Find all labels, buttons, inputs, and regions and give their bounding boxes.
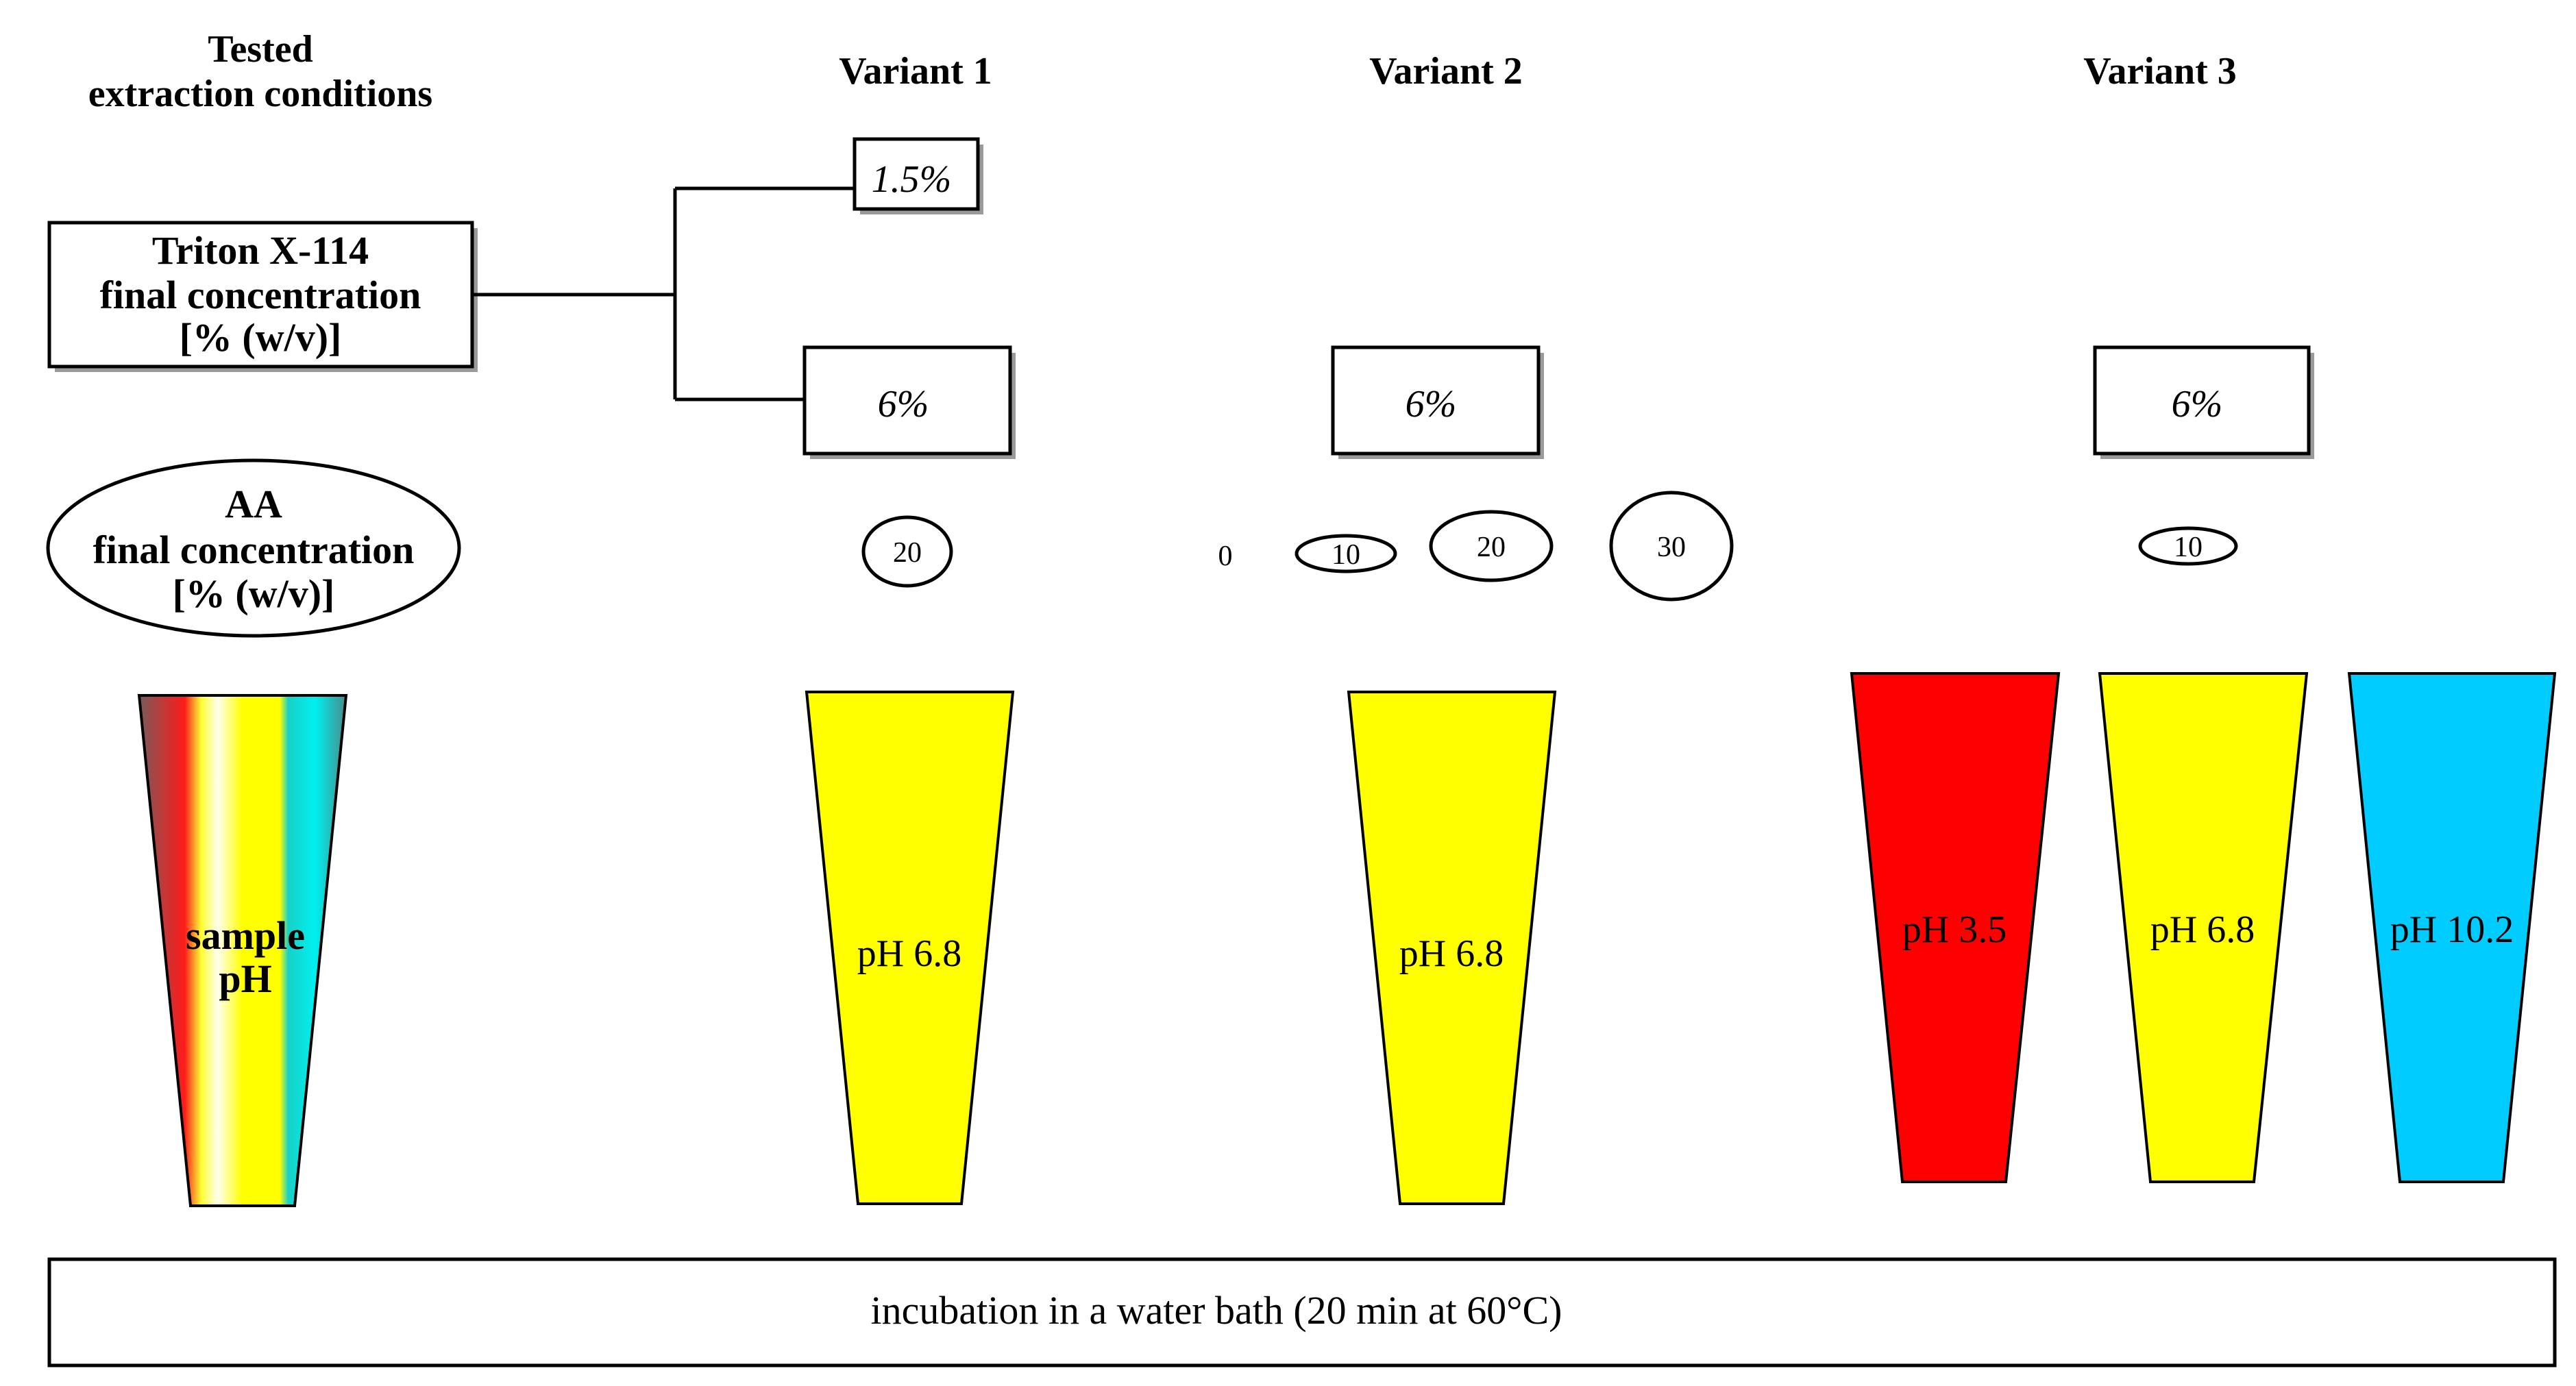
v1-tube (805, 691, 1015, 1205)
v1-triton-high-box (802, 345, 1012, 456)
v3-triton-box (2093, 345, 2311, 456)
aa-label-line3: [% (w/v)] (173, 571, 335, 616)
incubation-label: incubation in a water bath (20 min at 60… (871, 1288, 1562, 1333)
v2-tube-label: pH 6.8 (1399, 932, 1504, 975)
sample-tube-label-line2: pH (219, 956, 271, 1001)
v3-tube-acid (1850, 672, 2061, 1183)
v3-aa-ellipse (2138, 526, 2238, 566)
triton-box (47, 221, 474, 369)
variant1-header: Variant 1 (839, 50, 992, 92)
v2-aa-ellipse-20 (1429, 510, 1554, 582)
v1-triton-high-value: 6% (878, 383, 929, 425)
v3-aa-value: 10 (2174, 532, 2203, 563)
v2-aa-value-0: 0 (1218, 541, 1233, 572)
v1-aa-value: 20 (893, 537, 922, 569)
v2-aa-ellipse-30 (1609, 491, 1734, 602)
v2-triton-value: 6% (1406, 383, 1457, 425)
v3-tube-basic (2347, 672, 2557, 1183)
triton-label-line2: final concentration (100, 273, 421, 317)
v1-triton-low-box (852, 137, 980, 211)
v3-triton-value: 6% (2172, 383, 2223, 425)
v2-aa-value-30: 30 (1657, 532, 1686, 563)
triton-bracket-connector (472, 186, 855, 401)
aa-label-line1: AA (225, 482, 282, 526)
v3-tube-basic-label: pH 10.2 (2390, 908, 2514, 951)
sample-tube (137, 694, 348, 1207)
variant2-header: Variant 2 (1369, 50, 1523, 92)
aa-label-line2: final concentration (93, 528, 415, 572)
v3-tube-acid-label: pH 3.5 (1902, 908, 2007, 951)
triton-label-line1: Triton X-114 (152, 228, 369, 273)
v2-aa-value-20: 20 (1477, 532, 1506, 563)
v1-aa-ellipse (861, 515, 953, 588)
v3-tube-neutral-label: pH 6.8 (2150, 908, 2255, 951)
v2-aa-value-10: 10 (1332, 539, 1360, 571)
variant3-header: Variant 3 (2083, 50, 2237, 92)
v2-aa-ellipse-10 (1295, 534, 1397, 573)
v1-tube-label: pH 6.8 (857, 932, 961, 975)
aa-ellipse (46, 458, 461, 638)
v2-triton-box (1331, 345, 1541, 456)
v1-triton-low-value: 1.5% (872, 158, 952, 201)
tested-header-line2: extraction conditions (88, 73, 432, 115)
incubation-box (47, 1257, 2557, 1368)
tested-header-line1: Tested (208, 28, 313, 71)
triton-label-line3: [% (w/v)] (180, 315, 342, 360)
sample-tube-label-line1: sample (186, 913, 305, 958)
v3-tube-neutral (2098, 672, 2309, 1183)
v2-tube (1347, 691, 1557, 1205)
